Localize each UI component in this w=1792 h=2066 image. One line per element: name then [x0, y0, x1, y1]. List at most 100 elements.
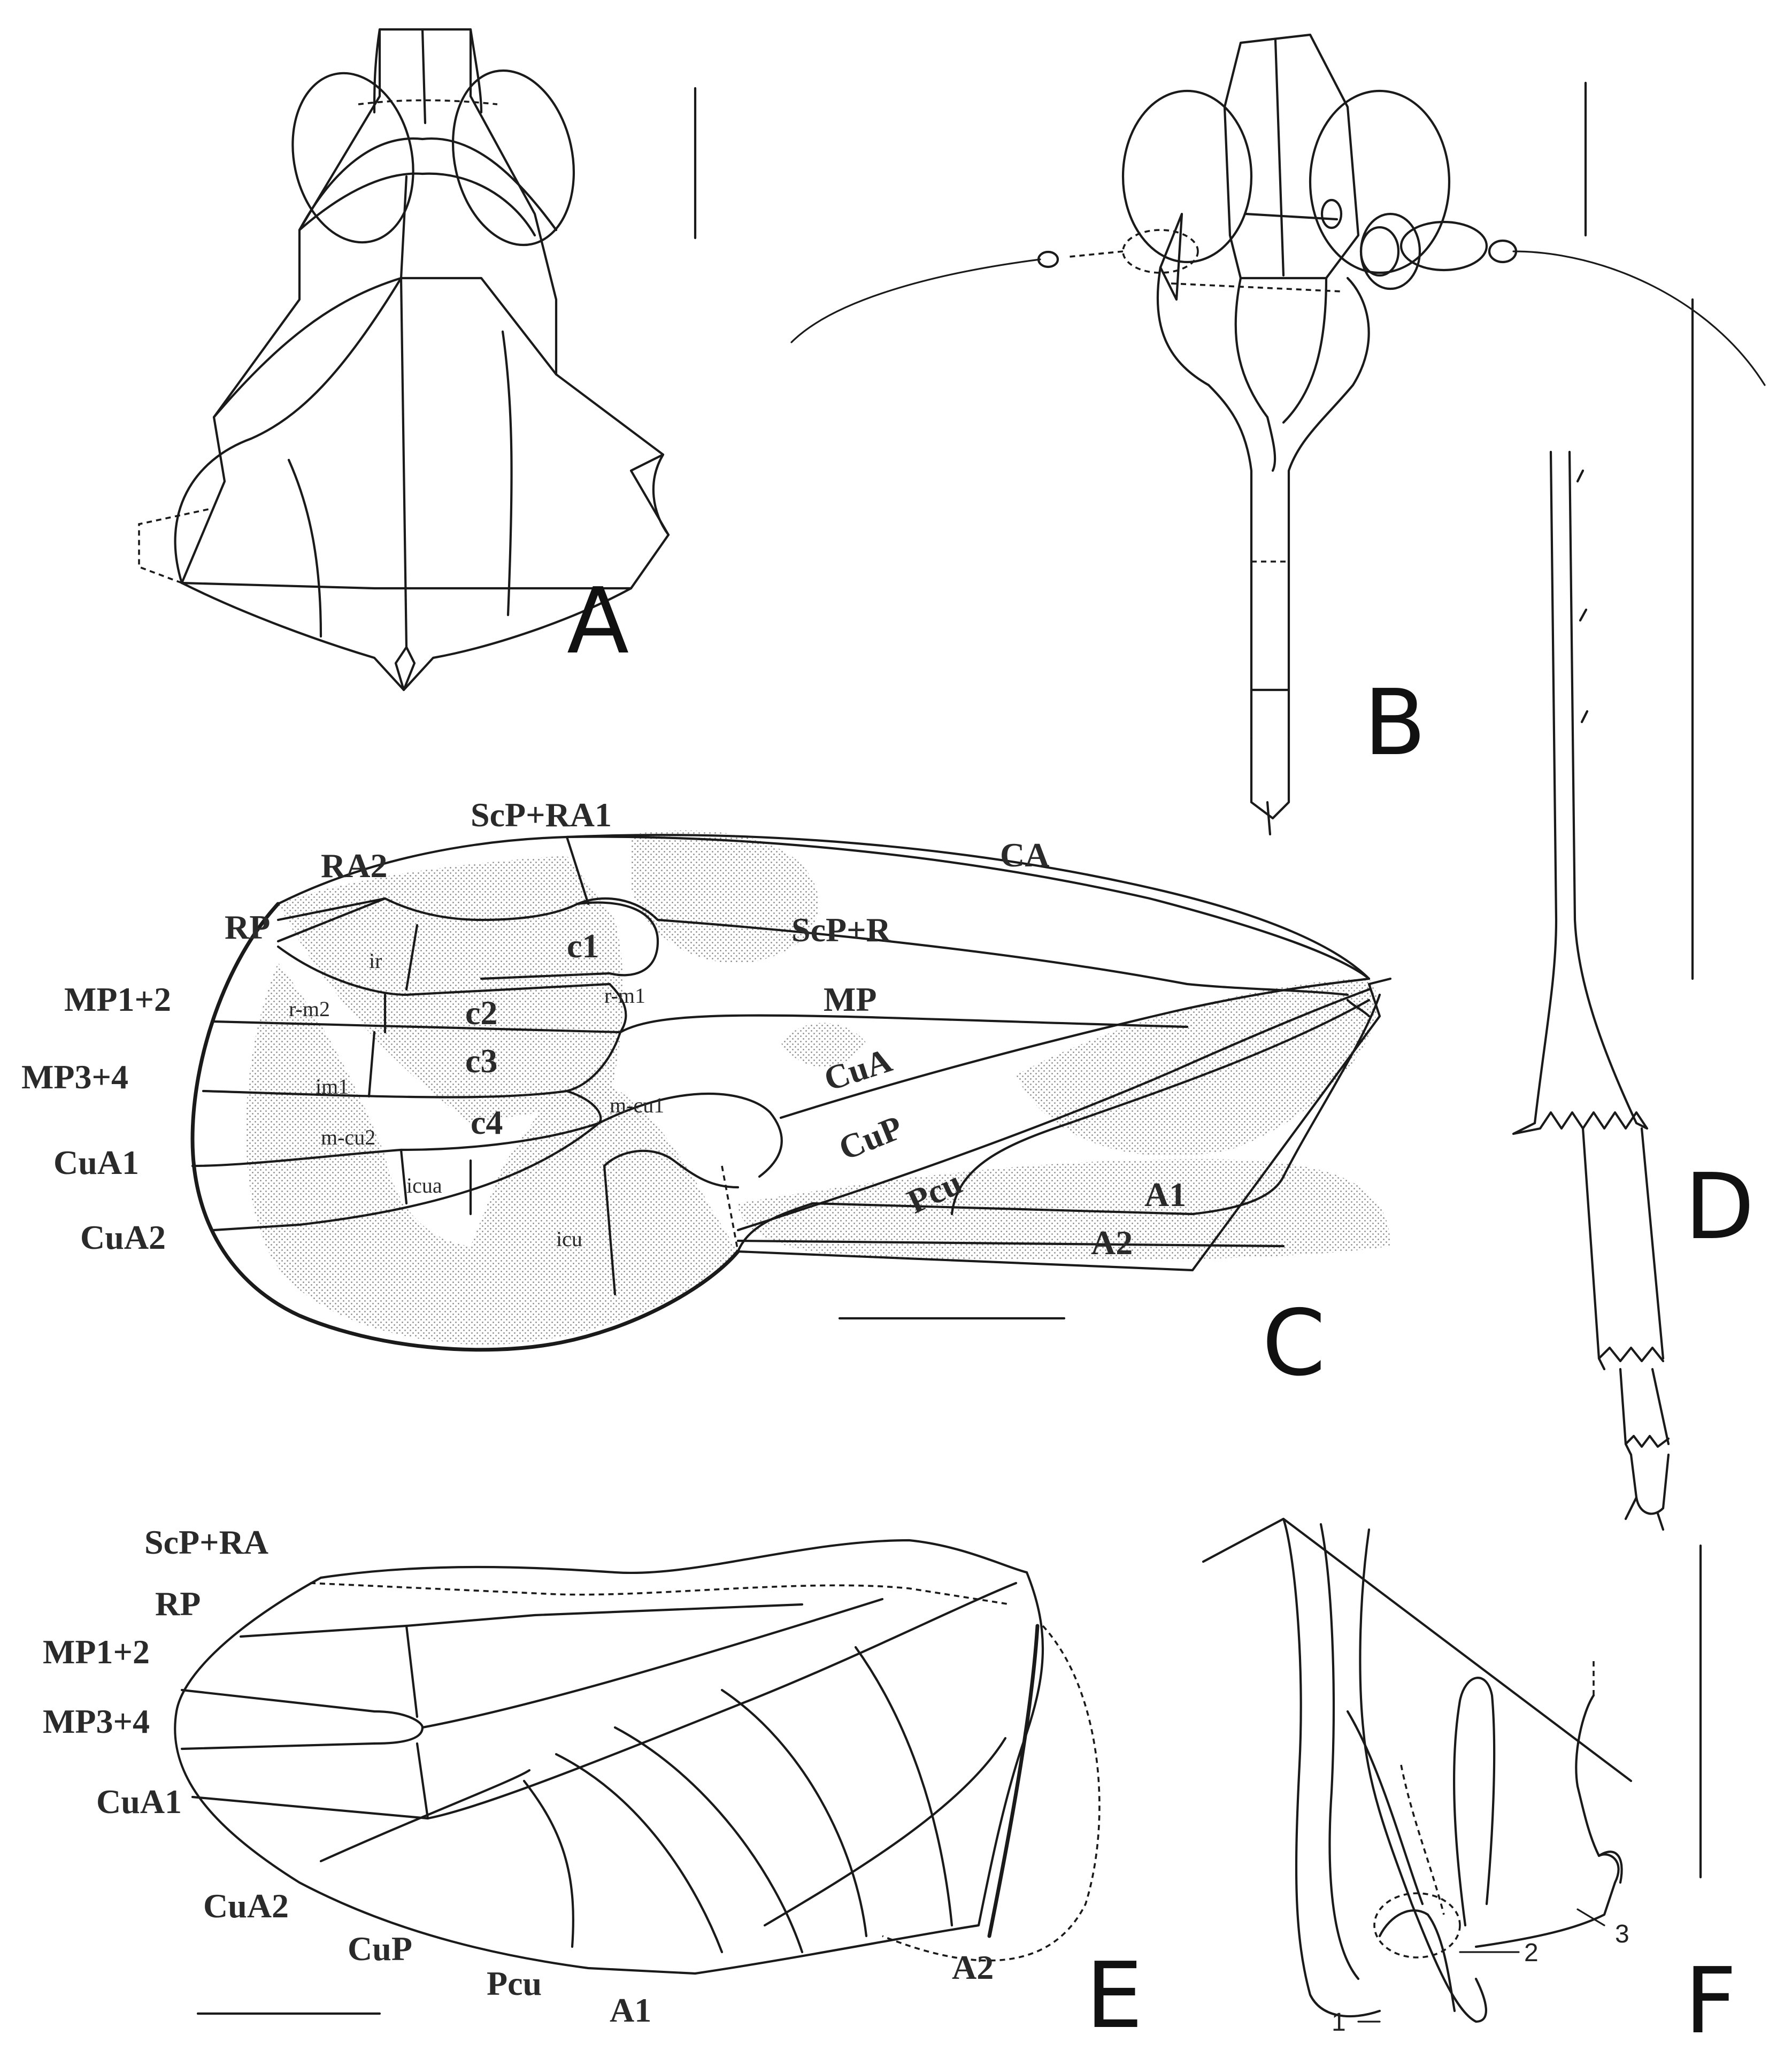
panel-e-hindwing: ScP+RA RP MP1+2 MP3+4 CuA1 CuA2 CuP Pcu …: [43, 1523, 1101, 2029]
tibia-apical-spines: [1512, 1111, 1649, 1135]
mesonotum-left-lateral: [174, 277, 403, 585]
label-r-m2: r-m2: [289, 997, 330, 1021]
label-mp12: MP1+2: [64, 980, 171, 1018]
cua-vein: [779, 977, 1371, 1119]
cua-vein: [426, 1581, 1018, 1820]
label-icu: icu: [556, 1227, 582, 1251]
mp34-vein: [202, 1031, 622, 1099]
pygofer-inner-margin: [1319, 1523, 1360, 1980]
mesonotum-right-posterior: [402, 587, 633, 692]
mp-vein: [421, 1597, 884, 1729]
panel-b-head-frontal: [790, 33, 1766, 836]
vertex-dashed-line: [358, 99, 498, 105]
panel-label-f: F: [1685, 1948, 1737, 2054]
a2-thick-vein: [987, 1624, 1040, 1938]
m-cu1-crossvein: [565, 1089, 602, 1125]
label-scp-r: ScP+R: [791, 911, 891, 949]
panel-label-b: B: [1364, 670, 1426, 776]
clypeus-right: [1287, 277, 1370, 740]
label-m-cu2: m-cu2: [321, 1125, 375, 1149]
anal-tube: [1474, 1694, 1620, 1948]
aedeagus-inner: [1346, 1710, 1424, 1906]
pronotum-right-lobe: [652, 453, 670, 536]
rp-lower: [276, 945, 611, 996]
hindwing-apical-margin: [174, 1576, 697, 1975]
label-ca: CA: [1000, 836, 1049, 874]
frons-median-carina: [1274, 39, 1285, 277]
mesonotum-median-carina: [394, 277, 416, 692]
pronotum-carina: [399, 175, 408, 280]
label-c2: c2: [465, 994, 497, 1032]
left-antenna-dashed-base: [1069, 250, 1124, 258]
anal-tube-hook: [1597, 1850, 1623, 1884]
vertex-right-margin: [469, 28, 483, 114]
pygofer-dorsal-margin: [1202, 1517, 1633, 1783]
label-scp-ra: ScP+RA: [144, 1523, 268, 1561]
pronotum-inner-margin: [298, 172, 536, 237]
r-m1-crossvein: [608, 982, 627, 1034]
icu-dashed: [721, 1165, 739, 1252]
label-mp: MP: [824, 980, 877, 1018]
mesonotum-anterior: [212, 277, 558, 419]
a1-branch: [763, 1737, 1007, 1927]
hindwing-costal-margin: [319, 1539, 1028, 1579]
label-rp: RP: [225, 908, 270, 946]
panel-label-a: A: [567, 569, 629, 674]
genital-style: [1452, 1677, 1496, 1927]
frons: [1223, 33, 1360, 280]
tarsomere-2-spines: [1624, 1434, 1670, 1448]
label-cua2: CuA2: [203, 1887, 289, 1925]
antenna-pedicel-inner: [1359, 226, 1400, 277]
tibia-right-margin: [1568, 450, 1638, 1125]
cua2-branch: [522, 1779, 574, 1948]
right-compound-eye: [451, 69, 575, 247]
r-m-crossvein: [405, 1624, 419, 1718]
forewing-shading-costal: [631, 830, 819, 963]
panel-a-head-thorax-dorsal: [138, 28, 670, 692]
rostrum-tip: [1266, 801, 1272, 836]
label-a2: A2: [952, 1948, 994, 1986]
left-gena: [1159, 212, 1183, 301]
mesonotum-right-carina: [501, 330, 513, 617]
mp34-vein: [180, 1742, 376, 1750]
label-c3: c3: [465, 1042, 497, 1080]
cua1-branch: [319, 1769, 531, 1863]
a1-vein: [854, 1646, 953, 1927]
right-arista: [1512, 250, 1766, 386]
m-cu2-crossvein: [399, 1148, 408, 1205]
antenna-flagellum-base: [1488, 239, 1518, 264]
label-c1: c1: [567, 927, 599, 965]
pcu-vein: [720, 1688, 868, 1938]
label-rp: RP: [155, 1585, 201, 1623]
pcu-vein: [950, 999, 1371, 1216]
rostrum-apex: [1250, 736, 1290, 820]
ir-crossvein: [405, 924, 419, 991]
hindwing-anal-margin: [694, 1571, 1044, 1975]
icu-upper: [603, 1149, 740, 1189]
label-pcu: Pcu: [487, 1964, 542, 2002]
pronotum-anterior-margin: [298, 137, 558, 232]
label-c4: c4: [471, 1103, 503, 1141]
label-mp12: MP1+2: [43, 1633, 150, 1671]
label-r-m1: r-m1: [604, 984, 645, 1008]
icu-crossvein: [603, 1164, 617, 1296]
left-antenna-dashed: [1122, 229, 1199, 274]
mesonotum-left-posterior: [180, 581, 405, 692]
scp-r-vein: [656, 918, 1349, 996]
cup-vein: [736, 988, 1371, 1232]
right-compound-eye: [1309, 89, 1451, 274]
label-mp34: MP3+4: [21, 1058, 128, 1096]
cua1-vein: [191, 1795, 429, 1820]
tarsomere-1: [1581, 1127, 1665, 1371]
ca-vein: [565, 835, 1371, 980]
forewing-shading-spot: [781, 1023, 866, 1067]
left-arista: [790, 258, 1041, 343]
anal-lobe-dashed: [882, 1625, 1101, 1962]
tegula-dashed: [138, 507, 214, 584]
label-3: 3: [1615, 1920, 1629, 1948]
ra2-vein: [276, 897, 387, 921]
pygofer-anterior-margin: [1282, 1517, 1381, 2018]
label-1: 1: [1332, 2008, 1346, 2037]
panel-label-d: D: [1685, 1154, 1755, 1260]
aedeagus: [1359, 1528, 1488, 2023]
